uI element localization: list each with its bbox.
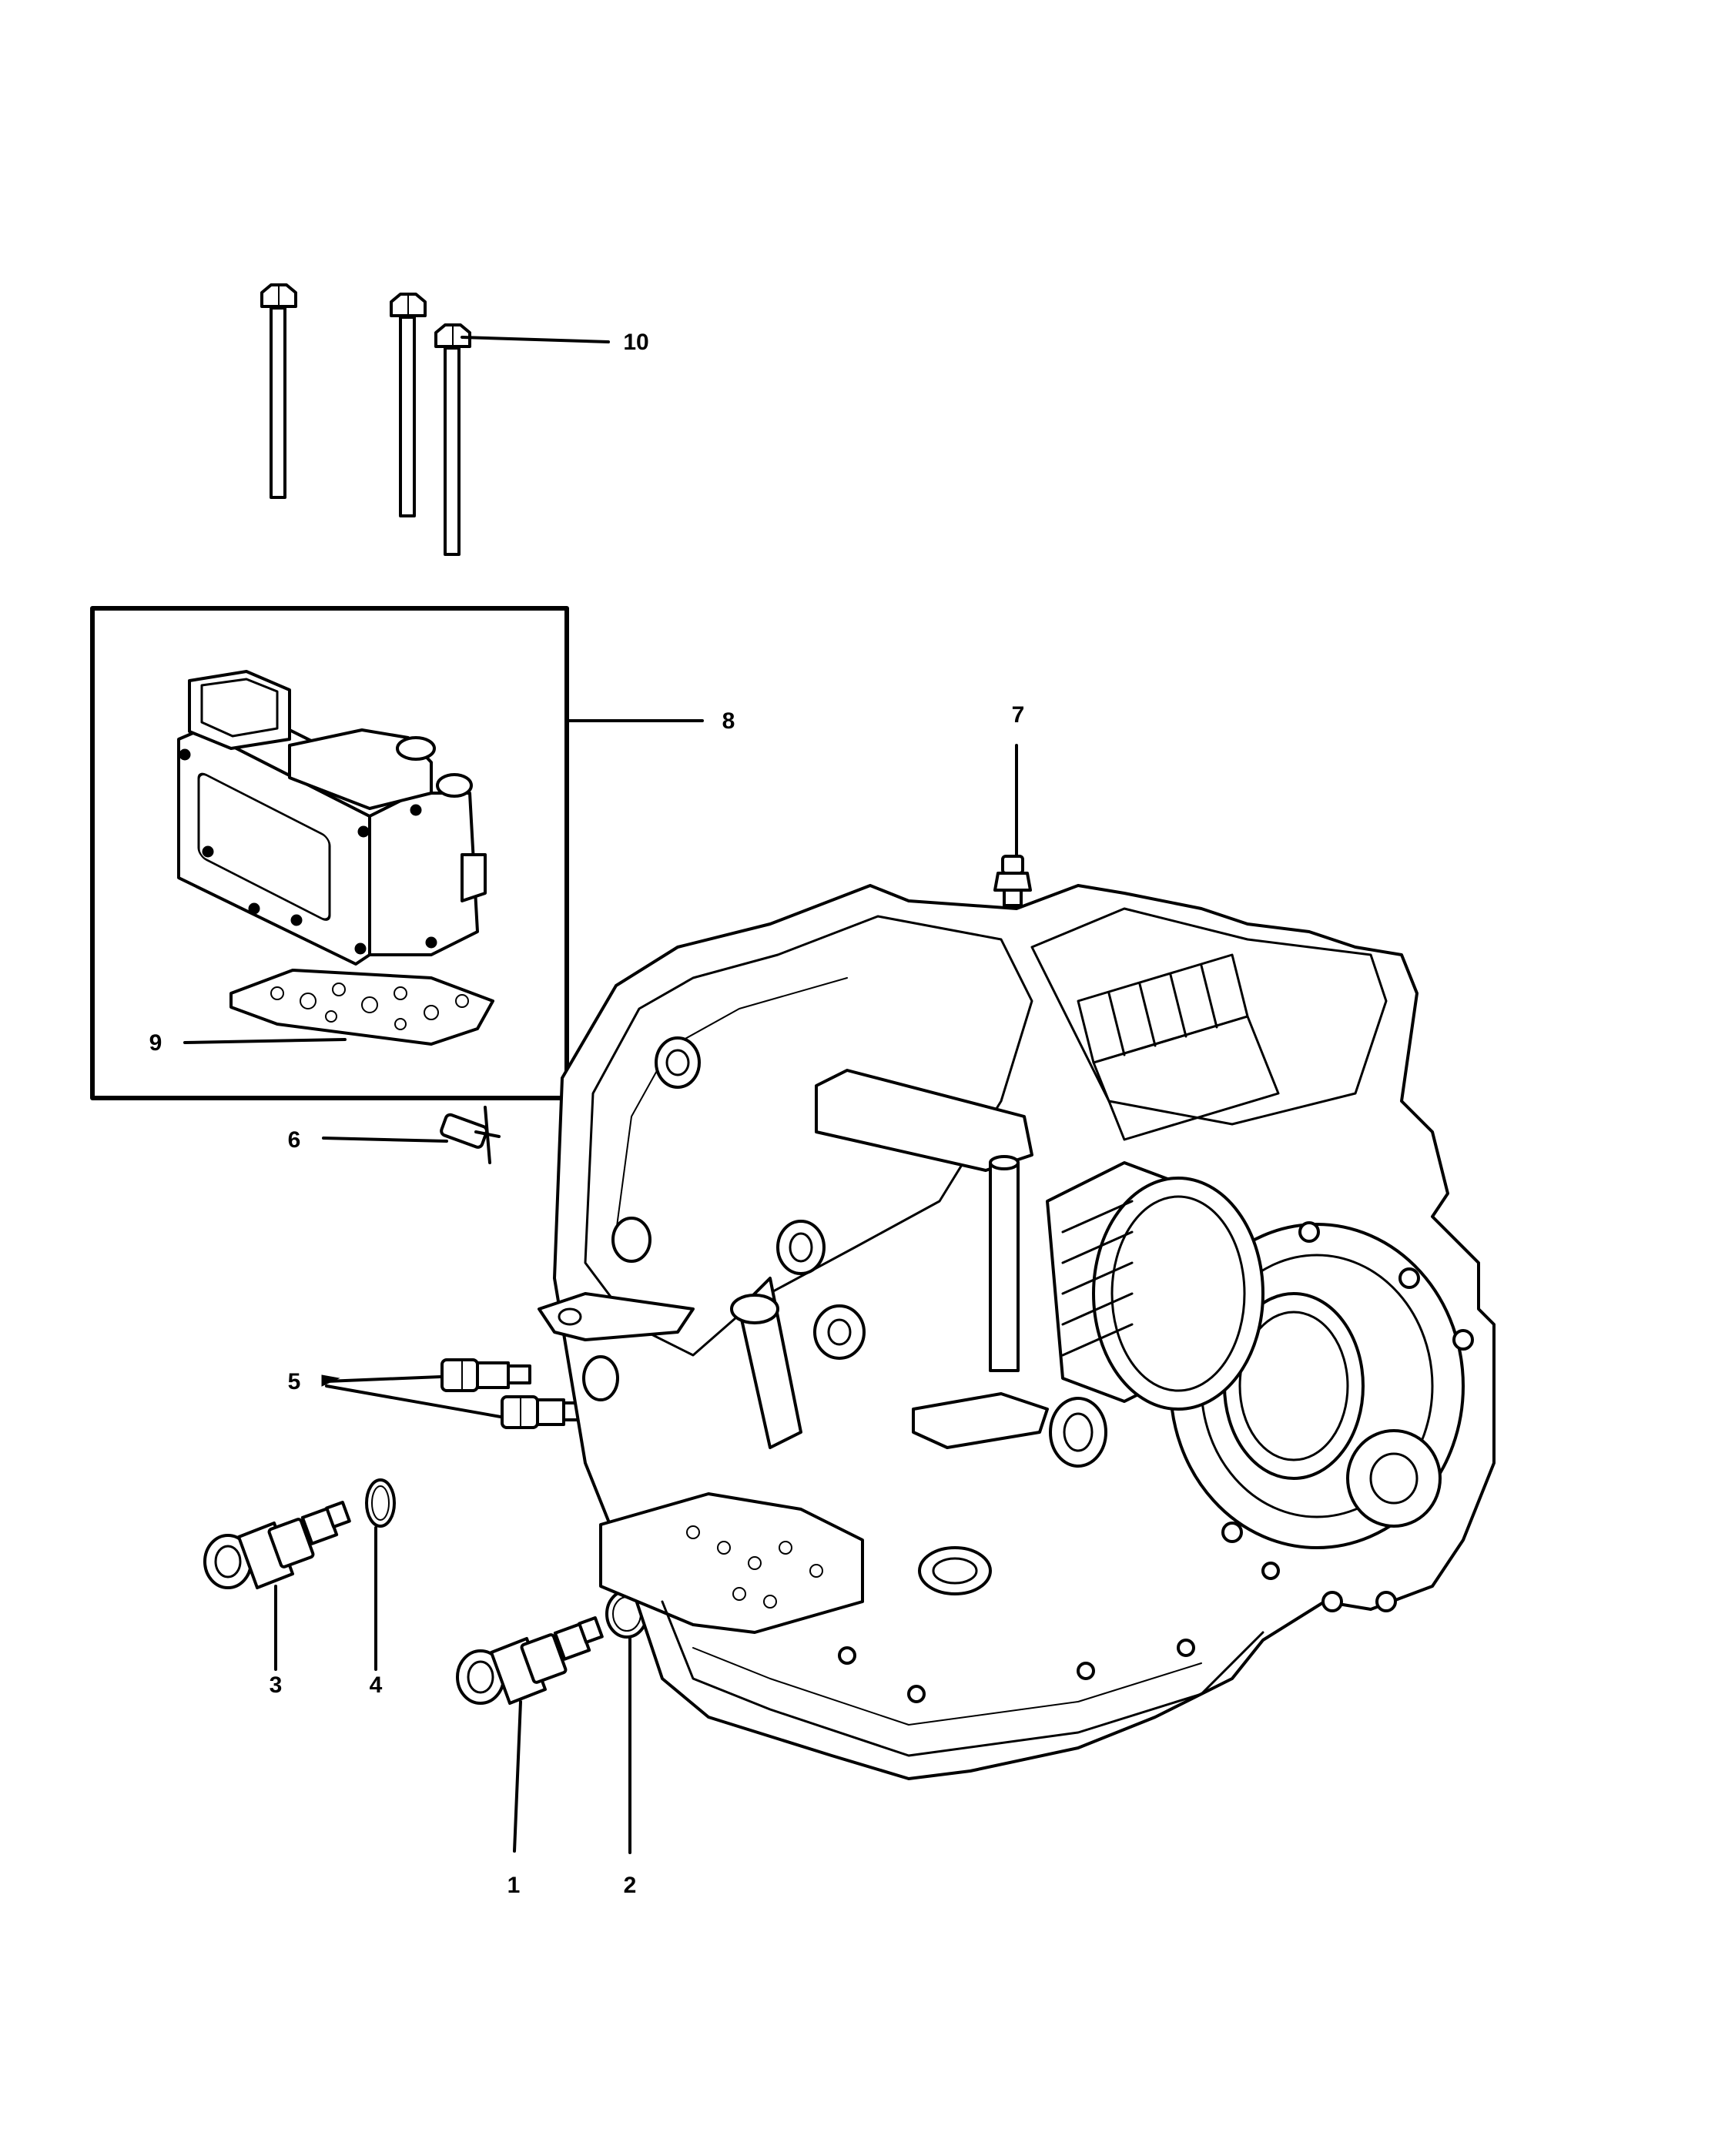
solenoid-pack[interactable] — [177, 670, 487, 966]
callout-9: 9 — [149, 1030, 162, 1056]
bolt-left[interactable] — [260, 283, 297, 499]
vent-part-7[interactable] — [993, 855, 1032, 907]
callout-10: 10 — [623, 330, 648, 355]
housing-ports — [582, 1036, 1107, 1595]
callout-8: 8 — [722, 708, 735, 734]
vertical-shaft — [912, 1155, 1049, 1449]
leader-lines — [183, 336, 1018, 1854]
pressure-switch-upper[interactable] — [440, 1358, 531, 1392]
bolt-right[interactable] — [434, 323, 471, 556]
callout-6: 6 — [288, 1127, 301, 1153]
solenoid-gasket[interactable] — [229, 969, 494, 1046]
valve-body — [599, 1492, 864, 1634]
sensor-part-6[interactable] — [440, 1106, 501, 1164]
callout-5: 5 — [288, 1369, 301, 1394]
callout-2: 2 — [624, 1873, 637, 1898]
callout-1: 1 — [507, 1873, 521, 1898]
clutch-drum — [1046, 1161, 1264, 1411]
solenoid-assembly-box — [90, 606, 569, 1100]
pressure-switch-lower[interactable] — [501, 1395, 584, 1429]
bolts-group — [260, 283, 471, 556]
housing-ribs — [1077, 953, 1280, 1141]
speed-sensor-3[interactable] — [203, 1501, 351, 1589]
callout-7: 7 — [1012, 702, 1025, 728]
dipstick-tube — [730, 1277, 802, 1449]
o-ring-4[interactable] — [365, 1478, 396, 1528]
bolt-middle[interactable] — [390, 293, 427, 517]
transaxle-assembly — [538, 884, 1496, 1780]
callout-3: 3 — [270, 1672, 283, 1698]
callout-labels: 1 2 3 4 5 6 7 8 9 10 — [149, 330, 1025, 1898]
callout-4: 4 — [370, 1672, 383, 1698]
speed-sensor-1[interactable] — [456, 1616, 604, 1705]
